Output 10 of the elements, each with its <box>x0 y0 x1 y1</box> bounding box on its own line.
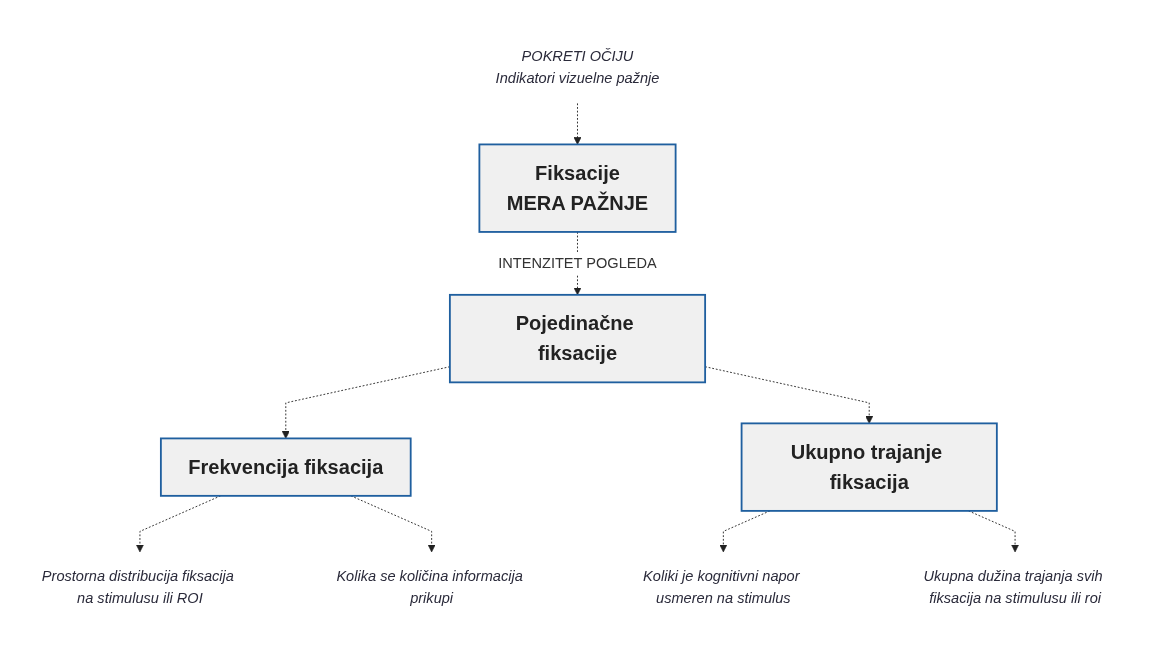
node-box: Frekvencija fiksacija <box>159 437 412 497</box>
node-box: Ukupno trajanje fiksacija <box>740 422 998 512</box>
node-box: Pojedinačne fiksacije <box>448 293 707 384</box>
node-text: Prostorna distribucija fiksacija na stimulusu ili ROI <box>41 568 234 606</box>
node-text: Koliki je kognitivni napor usmeren na stimulus <box>643 568 800 606</box>
node-text: POKRETI OČIJU Indikatori vizuelne pažnje <box>495 48 660 86</box>
edge-label: INTENZITET POGLEDA <box>498 255 657 271</box>
node-text: Kolika se količina informacija prikupi <box>336 568 523 606</box>
node-text: Ukupna dužina trajanja svih fiksacija na stimulusu ili roi <box>923 568 1103 606</box>
node-box: Fiksacije MERA PAŽNJE <box>478 143 677 233</box>
